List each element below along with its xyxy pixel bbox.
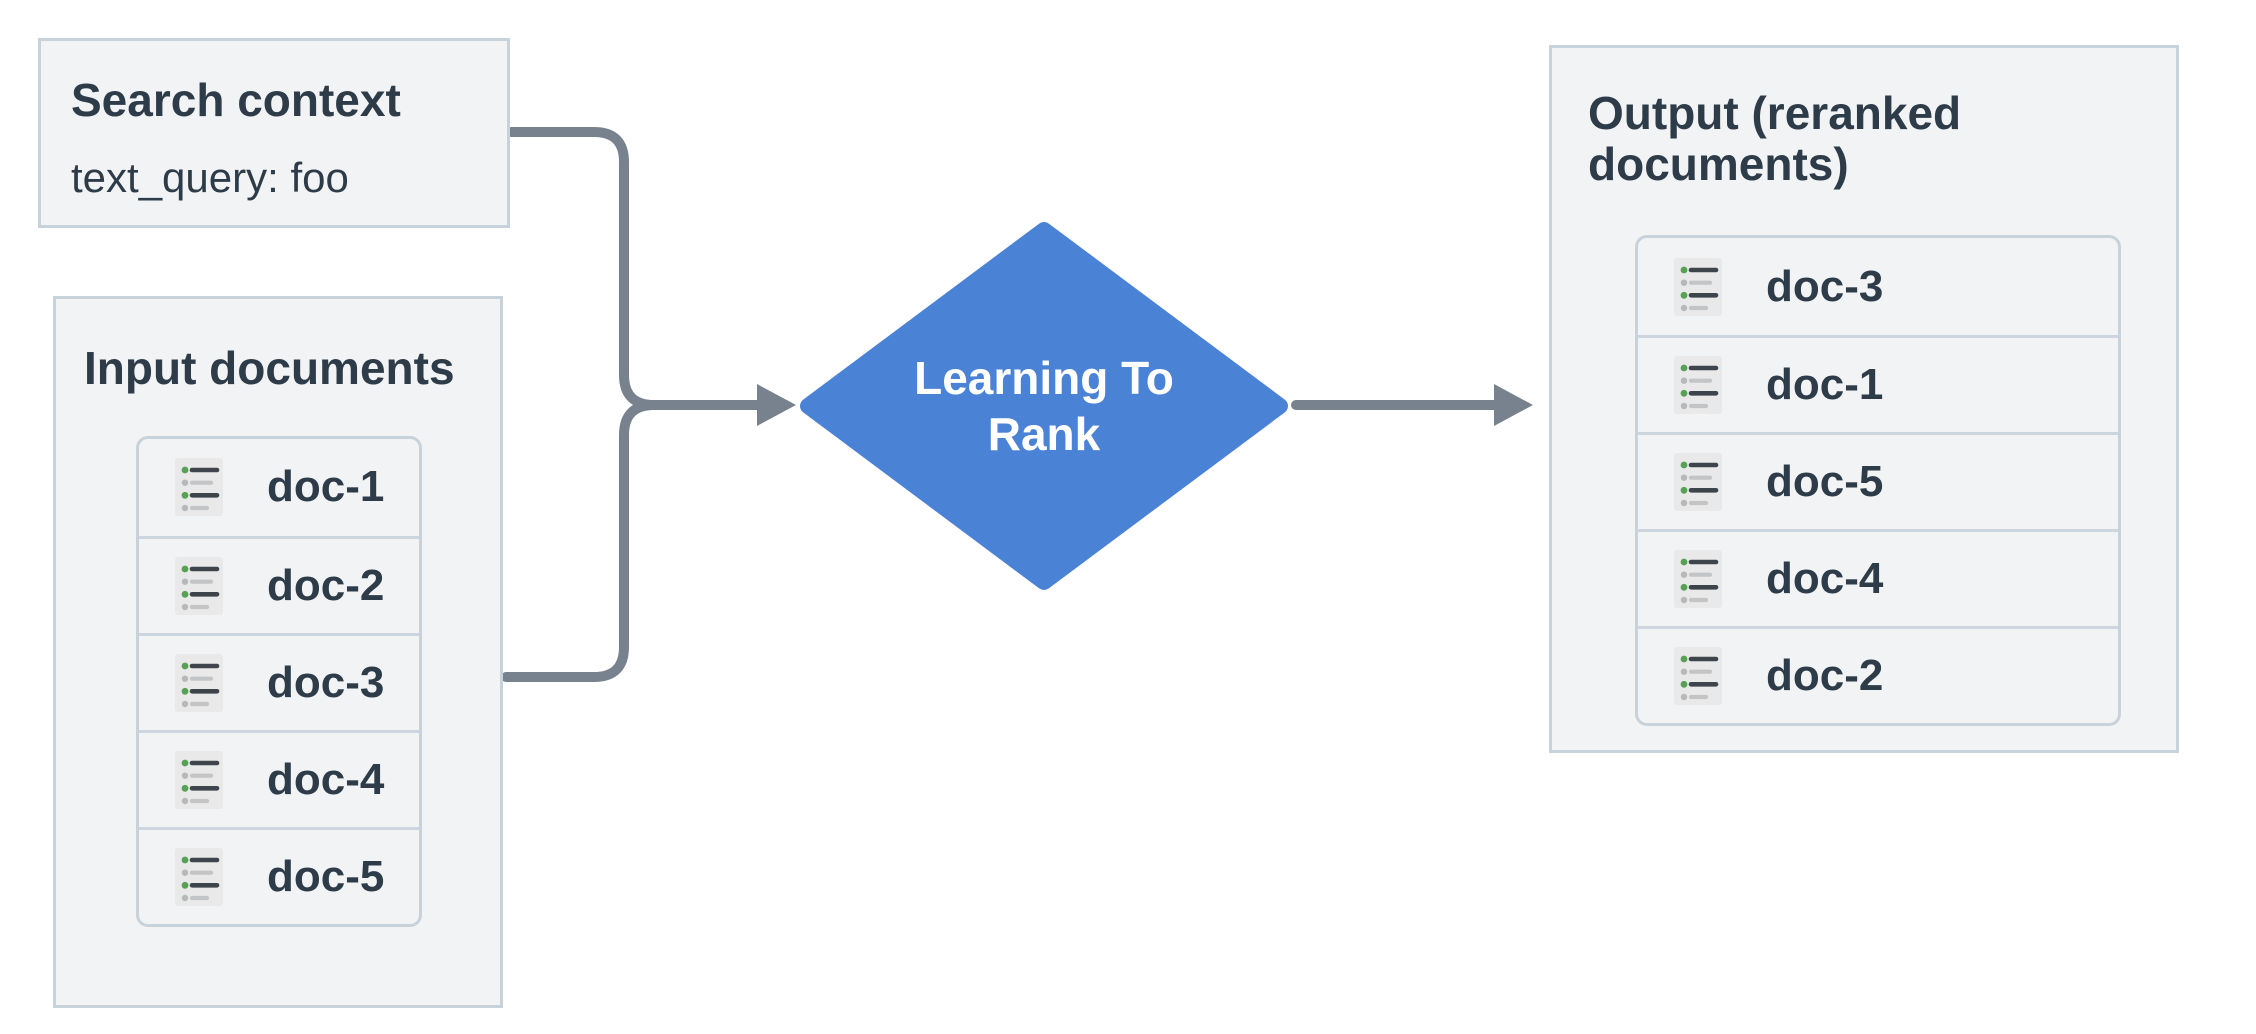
document-row: doc-2 (1638, 626, 2118, 723)
connector-search-to-merge (506, 127, 659, 410)
search-context-title: Search context (71, 74, 401, 126)
document-label: doc-3 (1766, 261, 1884, 311)
document-row: doc-5 (139, 826, 419, 924)
document-list-icon (1674, 356, 1722, 415)
search-context-panel: Search context text_query: foo (38, 38, 510, 228)
document-list-icon (175, 458, 223, 517)
ltr-label-line1: Learning To (914, 352, 1174, 404)
document-row: doc-1 (139, 439, 419, 536)
document-label: doc-5 (1766, 457, 1884, 507)
document-label: doc-5 (267, 851, 385, 901)
document-list-icon (175, 653, 223, 712)
document-list-icon (175, 847, 223, 906)
arrowhead-into-diamond (757, 384, 796, 426)
document-list-icon (1674, 550, 1722, 609)
document-label: doc-2 (267, 560, 385, 610)
document-row: doc-2 (139, 535, 419, 633)
document-label: doc-1 (267, 462, 385, 512)
ltr-label-line2: Rank (987, 408, 1101, 461)
document-row: doc-4 (1638, 529, 2118, 626)
connector-input-to-merge (501, 400, 659, 682)
document-list-icon (1674, 647, 1722, 706)
document-list-icon (175, 750, 223, 809)
arrowhead-into-output (1494, 384, 1533, 426)
document-list-icon (1674, 257, 1722, 316)
ltr-diamond-label: Learning To Rank (884, 350, 1204, 462)
document-list-icon (175, 556, 223, 615)
document-label: doc-4 (1766, 554, 1884, 604)
input-documents-title: Input documents (84, 342, 455, 394)
output-documents-title: Output (reranked documents) (1588, 87, 1962, 190)
document-label: doc-1 (1766, 360, 1884, 410)
document-row: doc-5 (1638, 432, 2118, 529)
document-row: doc-4 (139, 729, 419, 827)
document-label: doc-4 (267, 754, 385, 804)
output-document-list: doc-3 (1635, 235, 2121, 727)
document-label: doc-2 (1766, 651, 1884, 701)
document-list-icon (1674, 453, 1722, 512)
input-document-list: doc-1 (136, 435, 422, 927)
text-query-value: text_query: foo (71, 153, 349, 201)
output-documents-panel: Output (reranked documents) (1549, 45, 2179, 753)
document-row: doc-1 (1638, 335, 2118, 432)
document-label: doc-3 (267, 657, 385, 707)
input-documents-panel: Input documents (53, 296, 503, 1008)
document-row: doc-3 (139, 632, 419, 730)
document-row: doc-3 (1638, 238, 2118, 335)
